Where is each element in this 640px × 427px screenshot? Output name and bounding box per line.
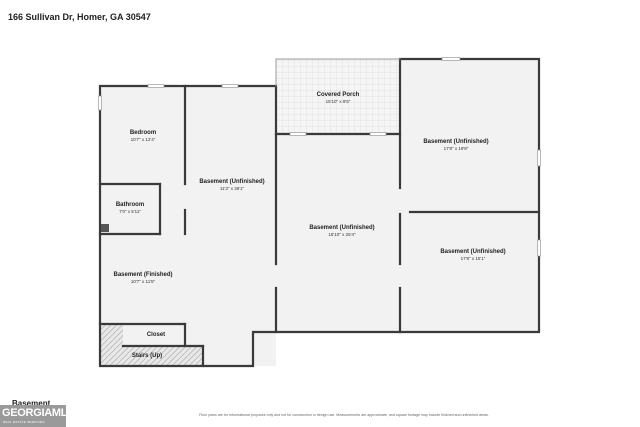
floor-label: Basement <box>12 399 51 405</box>
georgia-mls-logo: GEORGIAMLS REAL ESTATE SERVICES <box>0 405 74 427</box>
logo-subtext: REAL ESTATE SERVICES <box>3 420 45 424</box>
toilet-fixture <box>101 224 109 232</box>
room-name: Basement (Unfinished) <box>423 139 488 145</box>
room-basement-unfinished-2: Basement (Unfinished) 17'8" x 19'8" <box>423 139 488 151</box>
walls <box>98 57 541 368</box>
room-dimensions: 17'8" x 15'1" <box>461 256 486 261</box>
room-name: Basement (Finished) <box>113 272 172 278</box>
room-name: Basement (Unfinished) <box>309 225 374 231</box>
room-name: Basement (Unfinished) <box>440 249 505 255</box>
disclaimer-text: Floor plans are for informational purpos… <box>199 413 489 417</box>
room-basement-unfinished-4: Basement (Unfinished) 17'8" x 15'1" <box>440 249 505 261</box>
room-dimensions: 10'7" x 11'5" <box>131 279 156 284</box>
room-dimensions: 17'8" x 19'8" <box>444 146 469 151</box>
floor-fills <box>100 59 539 366</box>
room-name: Stairs (Up) <box>132 353 162 359</box>
room-name: Covered Porch <box>317 92 360 98</box>
room-name: Bathroom <box>116 202 144 208</box>
windows <box>98 57 541 257</box>
room-basement-unfinished-3: Basement (Unfinished) 15'10" x 25'4" <box>309 225 374 237</box>
room-bathroom: Bathroom 7'0" x 5'11" <box>116 202 144 214</box>
room-covered-porch: Covered Porch 15'10" x 9'5" <box>317 92 360 104</box>
room-bedroom: Bedroom 10'7" x 12'4" <box>130 130 156 142</box>
room-name: Bedroom <box>130 130 156 136</box>
room-basement-unfinished-1: Basement (Unfinished) 11'3" x 36'1" <box>199 179 264 191</box>
room-dimensions: 10'7" x 12'4" <box>131 137 156 142</box>
porch-tiles <box>276 59 400 134</box>
room-dimensions: 15'10" x 25'4" <box>328 232 356 237</box>
room-name: Closet <box>147 332 165 338</box>
room-stairs: Stairs (Up) <box>132 353 162 359</box>
logo-text: GEORGIAMLS <box>2 407 75 419</box>
stairs-hatch <box>101 323 123 365</box>
room-name: Basement (Unfinished) <box>199 179 264 185</box>
room-dimensions: 11'3" x 36'1" <box>220 186 245 191</box>
property-address: 166 Sullivan Dr, Homer, GA 30547 <box>8 12 151 22</box>
stairs-hatch-2 <box>123 346 203 365</box>
room-closet: Closet <box>147 332 165 338</box>
room-dimensions: 7'0" x 5'11" <box>119 209 141 214</box>
room-dimensions: 15'10" x 9'5" <box>326 99 351 104</box>
room-basement-finished: Basement (Finished) 10'7" x 11'5" <box>113 272 172 284</box>
